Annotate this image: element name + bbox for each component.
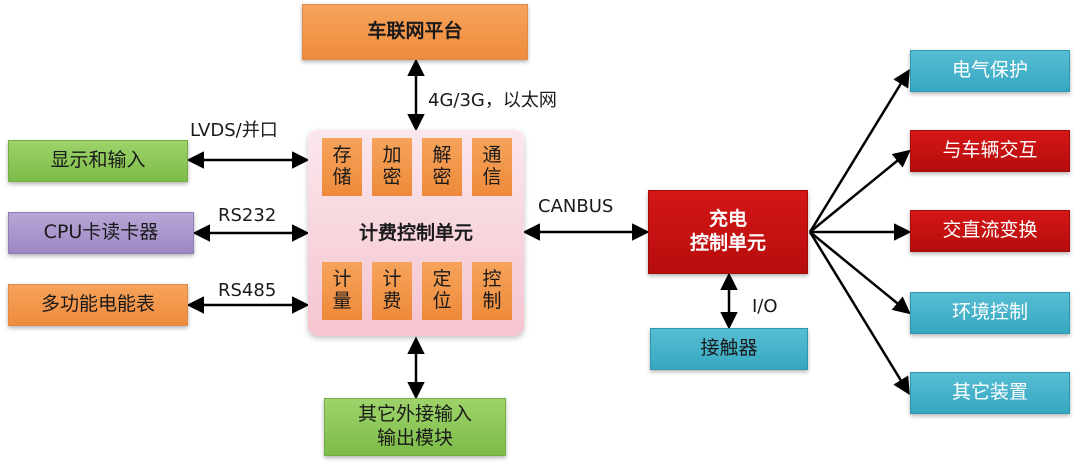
- cpu-card-reader-box: CPU卡读卡器: [8, 212, 194, 254]
- chip-control: 控 制: [472, 262, 512, 320]
- billing-control-unit-title: 计费控制单元: [358, 222, 473, 244]
- chip-storage: 存 储: [322, 138, 362, 196]
- environment-control-box: 环境控制: [910, 292, 1070, 334]
- external-io-module-box: 其它外接输入 输出模块: [324, 398, 506, 456]
- electrical-protection-label: 电气保护: [951, 59, 1028, 82]
- can-link-label: CANBUS: [538, 196, 614, 217]
- contactor-box: 接触器: [650, 328, 808, 370]
- charge-control-unit-box: 充电 控制单元: [648, 190, 808, 274]
- meter-link-label: RS485: [218, 280, 277, 301]
- meter-label: 多功能电能表: [40, 293, 155, 316]
- other-devices-box: 其它装置: [910, 372, 1070, 414]
- fan-arrow-5: [808, 231, 910, 395]
- vehicle-interaction-box: 与车辆交互: [910, 130, 1070, 172]
- platform-box: 车联网平台: [302, 4, 528, 60]
- chip-decrypt: 解 密: [422, 138, 462, 196]
- chip-communication: 通 信: [472, 138, 512, 196]
- display-link-label: LVDS/并口: [190, 120, 278, 141]
- fan-arrow-1: [808, 69, 910, 233]
- meter-box: 多功能电能表: [8, 284, 188, 326]
- ac-dc-conversion-label: 交直流变换: [942, 219, 1038, 242]
- electrical-protection-box: 电气保护: [910, 50, 1070, 92]
- chip-metering: 计 量: [322, 262, 362, 320]
- platform-label: 车联网平台: [367, 20, 463, 43]
- ac-dc-conversion-box: 交直流变换: [910, 210, 1070, 252]
- environment-control-label: 环境控制: [951, 301, 1028, 324]
- cpu-card-reader-label: CPU卡读卡器: [43, 221, 159, 244]
- charge-control-unit-label: 充电 控制单元: [689, 208, 766, 254]
- billing-control-unit: 存 储 加 密 解 密 通 信 计费控制单元 计 量 计 费 定 位 控 制: [308, 130, 524, 336]
- platform-link-label: 4G/3G，以太网: [428, 90, 557, 111]
- chip-positioning: 定 位: [422, 262, 462, 320]
- fan-arrow-4: [809, 231, 911, 315]
- chip-encrypt: 加 密: [372, 138, 412, 196]
- display-box: 显示和输入: [8, 140, 188, 182]
- chip-billing: 计 费: [372, 262, 412, 320]
- io-link-label: I/O: [752, 296, 778, 317]
- fan-arrow-2: [809, 149, 911, 233]
- external-io-module-label: 其它外接输入 输出模块: [357, 403, 472, 449]
- contactor-label: 接触器: [700, 337, 758, 360]
- display-label: 显示和输入: [50, 149, 146, 172]
- vehicle-interaction-label: 与车辆交互: [942, 139, 1038, 162]
- cpu-link-label: RS232: [218, 205, 277, 226]
- other-devices-label: 其它装置: [951, 381, 1028, 404]
